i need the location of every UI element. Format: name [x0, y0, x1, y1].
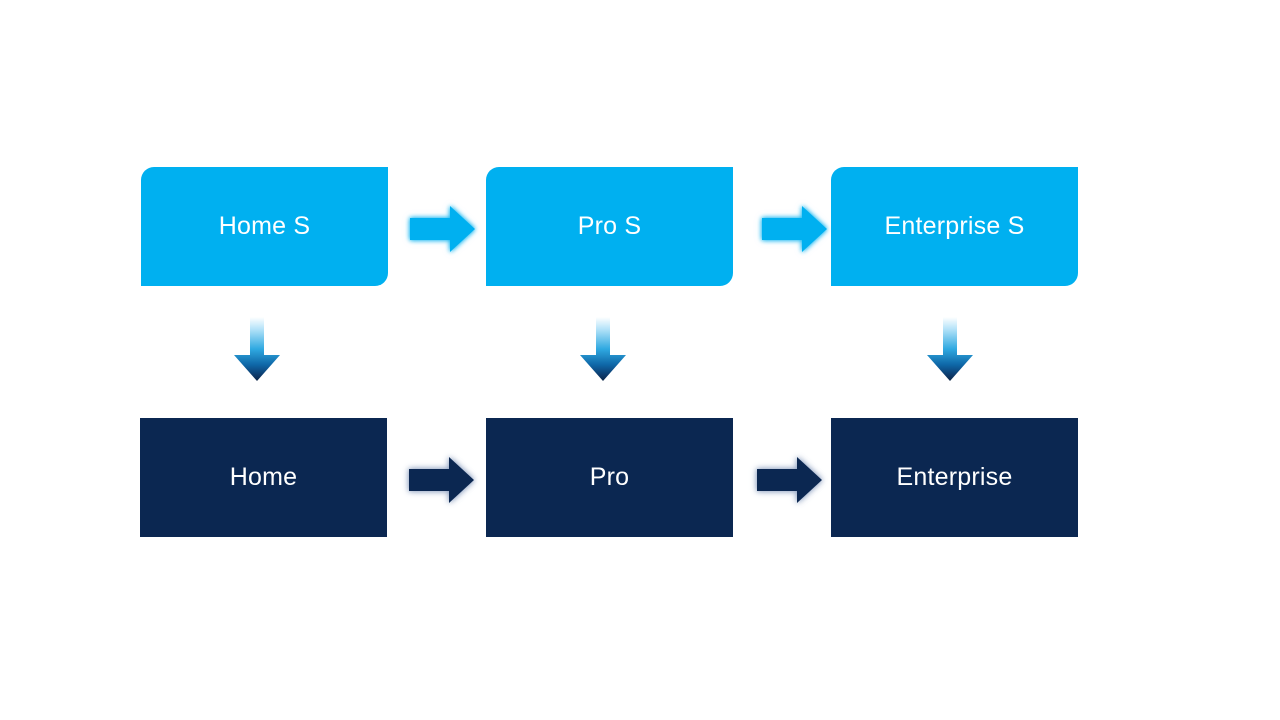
shape-home-label: Home	[229, 463, 298, 491]
shape-enterprise-s-label: Enterprise S	[884, 212, 1025, 240]
down-arrow-icon	[580, 317, 626, 381]
down-arrow-icon	[927, 317, 973, 381]
down-arrow-icon	[234, 317, 280, 381]
shape-enterprise-label: Enterprise	[896, 463, 1013, 491]
right-arrow-icon	[410, 206, 475, 252]
shape-home-s-label: Home S	[218, 212, 311, 240]
shape-pro-s: Pro S	[486, 167, 733, 286]
shape-pro: Pro	[486, 418, 733, 537]
shape-pro-label: Pro	[589, 463, 630, 491]
right-arrow-icon	[757, 457, 822, 503]
shape-home: Home	[140, 418, 387, 537]
shape-pro-s-label: Pro S	[577, 212, 642, 240]
shape-enterprise-s: Enterprise S	[831, 167, 1078, 286]
right-arrow-icon	[762, 206, 827, 252]
right-arrow-icon	[409, 457, 474, 503]
shape-enterprise: Enterprise	[831, 418, 1078, 537]
shape-home-s: Home S	[141, 167, 388, 286]
